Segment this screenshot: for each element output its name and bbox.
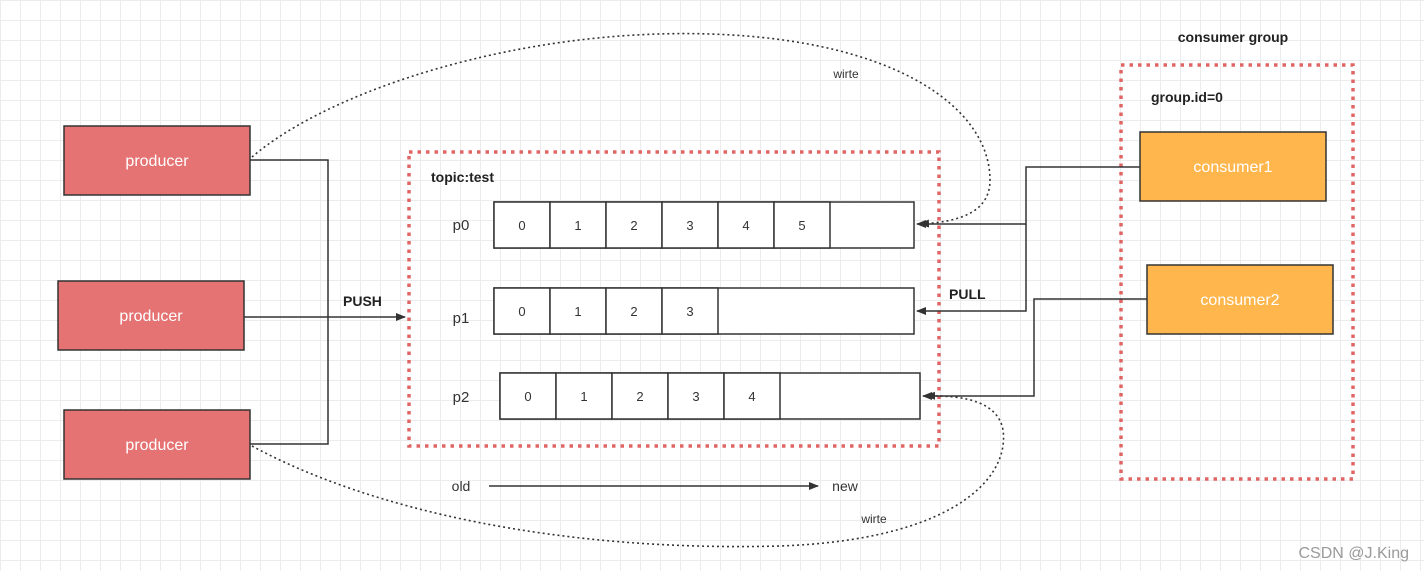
partition-p0: p0 0 1 2 3 4 5 <box>453 201 915 249</box>
pull-connectors <box>916 166 1147 400</box>
offset-cell: 2 <box>605 287 663 335</box>
svg-text:3: 3 <box>686 304 693 319</box>
svg-text:0: 0 <box>524 389 531 404</box>
svg-text:2: 2 <box>636 389 643 404</box>
pull-arrow-p2 <box>922 298 1147 400</box>
push-label: PUSH <box>343 293 382 309</box>
svg-text:1: 1 <box>574 218 581 233</box>
pull-arrow-p1 <box>916 224 1027 315</box>
partition-p2: p2 0 1 2 3 4 <box>453 372 921 420</box>
consumer-2: consumer2 <box>1146 264 1334 335</box>
producer-label: producer <box>125 437 189 454</box>
topic-border <box>407 150 941 448</box>
offset-cell: 2 <box>611 372 669 420</box>
svg-text:2: 2 <box>630 218 637 233</box>
offset-cell: 3 <box>661 287 719 335</box>
offset-cell: 1 <box>555 372 613 420</box>
group-id-label: group.id=0 <box>1151 89 1223 105</box>
offset-cell: 1 <box>549 287 607 335</box>
timeline-new-label: new <box>832 478 859 494</box>
write-curve-bottom <box>251 391 1005 548</box>
consumer-group-title: consumer group <box>1178 29 1288 45</box>
producer-label: producer <box>119 308 183 325</box>
producer-bus-line <box>250 159 329 445</box>
svg-text:1: 1 <box>580 389 587 404</box>
producer-label: producer <box>125 153 189 170</box>
offset-cell: 4 <box>717 201 775 249</box>
offset-cell: 0 <box>493 201 551 249</box>
offset-cell: 3 <box>667 372 725 420</box>
svg-text:5: 5 <box>798 218 805 233</box>
svg-text:3: 3 <box>686 218 693 233</box>
push-connector <box>244 159 406 445</box>
offset-cell: 1 <box>549 201 607 249</box>
partition-name: p1 <box>453 310 470 327</box>
partition-name: p0 <box>453 217 470 234</box>
offset-cell: 5 <box>773 201 831 249</box>
producer-2: producer <box>57 280 245 351</box>
partition-name: p2 <box>453 389 470 406</box>
consumer-label: consumer2 <box>1200 292 1279 309</box>
consumer-1: consumer1 <box>1139 131 1327 202</box>
svg-text:4: 4 <box>748 389 755 404</box>
svg-text:0: 0 <box>518 304 525 319</box>
offset-cell: 0 <box>493 287 551 335</box>
svg-text:1: 1 <box>574 304 581 319</box>
offset-cell: 3 <box>661 201 719 249</box>
producer-3: producer <box>63 409 251 480</box>
svg-text:2: 2 <box>630 304 637 319</box>
offset-cell: 0 <box>499 372 557 420</box>
consumer-label: consumer1 <box>1193 159 1272 176</box>
pull-arrow-p0 <box>916 166 1140 228</box>
write-label-top: wirte <box>832 67 859 81</box>
offset-cell: 2 <box>605 201 663 249</box>
write-label-bottom: wirte <box>860 512 887 526</box>
svg-text:3: 3 <box>692 389 699 404</box>
watermark: CSDN @J.King <box>1299 545 1410 562</box>
timeline-old-label: old <box>452 478 471 494</box>
offset-cell: 4 <box>723 372 781 420</box>
write-curve-top <box>251 32 991 228</box>
pull-label: PULL <box>949 286 986 302</box>
partition-p1: p1 0 1 2 3 <box>453 287 915 335</box>
svg-text:4: 4 <box>742 218 749 233</box>
producer-1: producer <box>63 125 251 196</box>
topic-label: topic:test <box>431 169 494 185</box>
svg-text:0: 0 <box>518 218 525 233</box>
